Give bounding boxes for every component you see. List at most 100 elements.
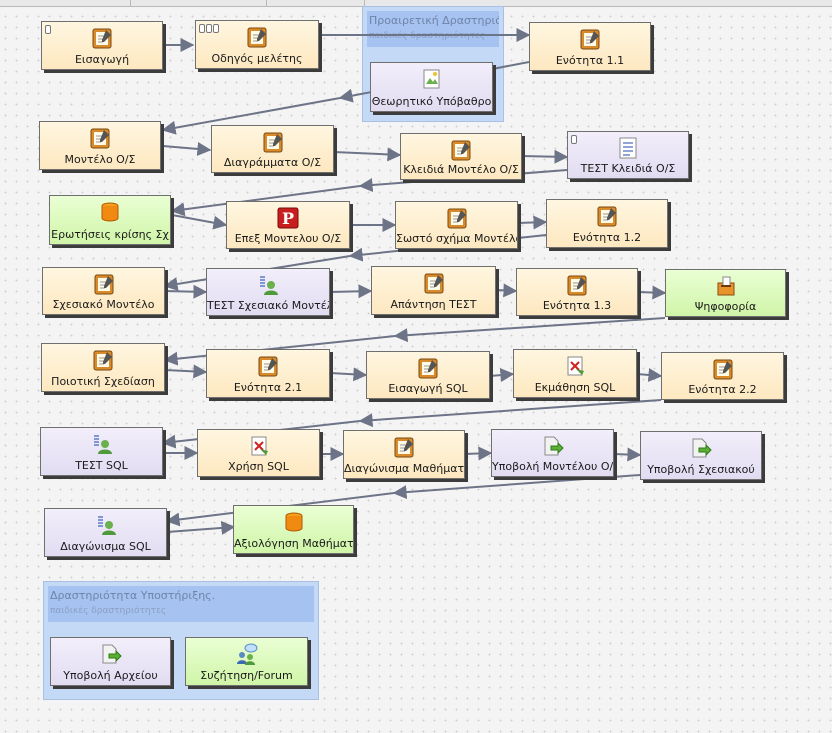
flow-arrow [613, 447, 642, 462]
activity-node[interactable]: Διαγώνισμα SQL [44, 508, 167, 557]
activity-node[interactable]: Εισαγωγή [41, 21, 163, 70]
node-label: Ποιοτική Σχεδίαση [51, 375, 155, 388]
node-label: Ερωτήσεις κρίσης Σχ [51, 228, 169, 241]
node-label: ΤΕΣΤ Σχεσιακό Μοντέλο [207, 299, 330, 312]
flow-arrow [521, 149, 569, 164]
activity-node[interactable]: ΤΕΣΤ Σχεσιακό Μοντέλο [206, 268, 330, 316]
flow-arrow [164, 364, 208, 379]
activity-node[interactable]: Ερωτήσεις κρίσης Σχ [49, 195, 171, 245]
group-header[interactable]: Δραστηριότητα Υποστήριξης. παιδικές δρασ… [48, 586, 314, 622]
activity-node[interactable]: Εισαγωγή SQL [366, 351, 490, 399]
top-tab-2[interactable] [131, 0, 267, 6]
flow-arrow [166, 520, 236, 535]
flow-arrow [489, 368, 515, 383]
activity-node[interactable]: Οδηγός μελέτης [195, 20, 319, 69]
activity-node[interactable]: Αξιολόγηση Μαθήματος [233, 505, 354, 554]
user-list-icon [260, 276, 278, 295]
activity-node[interactable]: Ενότητα 1.2 [546, 199, 668, 248]
flow-arrow [162, 141, 212, 156]
activity-node[interactable]: Ενότητα 2.2 [661, 352, 784, 400]
scissors-doc-icon [251, 436, 268, 456]
activity-node[interactable]: Ενότητα 1.1 [529, 22, 651, 71]
flow-arrow [637, 285, 667, 300]
activity-node[interactable]: Ενότητα 2.1 [206, 349, 330, 398]
node-label: Διαγράμματα Ο/Σ [223, 156, 322, 169]
node-label: Μοντέλο Ο/Σ [64, 153, 136, 166]
top-tab-1[interactable] [0, 0, 131, 6]
activity-node[interactable]: Ποιοτική Σχεδίαση [41, 343, 165, 392]
notepad-icon [418, 358, 438, 379]
flow-arrow [329, 367, 368, 382]
activity-node[interactable]: Διαγώνισμα Μαθήματος [343, 430, 465, 479]
activity-node[interactable]: Διαγράμματα Ο/Σ [211, 125, 334, 173]
group-title: Δραστηριότητα Υποστήριξης. [50, 589, 216, 602]
flow-arrow [171, 214, 228, 230]
activity-node[interactable]: Θεωρητικό Υπόβαθρο [370, 62, 493, 112]
flow-arrow [329, 284, 373, 299]
activity-node[interactable]: Απάντηση ΤΕΣΤ [371, 266, 496, 315]
group-title: Προαιρετική Δραστηριότητα [369, 14, 499, 27]
node-label: Υποβολή Μοντέλου Ο/Σ [492, 460, 614, 473]
database-icon [101, 202, 119, 222]
node-label: Συζήτηση/Forum [200, 669, 293, 682]
node-label: Εισαγωγή [74, 53, 130, 66]
node-label: ΤΕΣΤ Κλειδιά Ο/Σ [580, 162, 676, 175]
node-label: Εισαγωγή SQL [388, 382, 468, 395]
activity-node[interactable]: Συζήτηση/Forum [185, 637, 308, 686]
notepad-icon [567, 275, 587, 296]
group-header[interactable]: Προαιρετική Δραστηριότητα παιδικές δραστ… [367, 11, 499, 47]
multi-icon [45, 25, 51, 34]
activity-node[interactable]: Υποβολή Αρχείου [50, 637, 171, 686]
activity-node[interactable]: Χρήση SQL [197, 429, 320, 477]
notepad-icon [424, 273, 443, 294]
ballot-icon [717, 276, 734, 296]
activity-node[interactable]: P Επεξ Μοντελου Ο/Σ [226, 201, 350, 249]
image-doc-icon [423, 69, 439, 89]
notepad-icon [447, 208, 466, 229]
activity-node[interactable]: Σωστό σχήμα Μοντέλου [395, 201, 518, 249]
notepad-icon [92, 28, 112, 49]
svg-text:P: P [282, 209, 294, 228]
node-label: Ενότητα 2.1 [233, 381, 303, 394]
activity-node[interactable]: ΤΕΣΤ Κλειδιά Ο/Σ [567, 131, 689, 179]
node-label: Ενότητα 2.2 [688, 383, 757, 396]
activity-node[interactable]: Εκμάθηση SQL [513, 349, 637, 398]
flow-arrow [164, 284, 208, 299]
notepad-icon [394, 437, 414, 458]
node-label: Σωστό σχήμα Μοντέλου [396, 232, 518, 245]
node-label: Οδηγός μελέτης [211, 52, 303, 65]
node-label: Χρήση SQL [228, 460, 289, 473]
multi-icon [571, 135, 577, 144]
multi-icon [199, 24, 219, 33]
flow-arrow [358, 399, 662, 428]
activity-node[interactable]: ΤΕΣΤ SQL [40, 427, 163, 476]
node-label: Αξιολόγηση Μαθήματος [234, 537, 354, 550]
activity-node[interactable]: Υποβολή Μοντέλου Ο/Σ [491, 429, 614, 477]
node-label: Επεξ Μοντελου Ο/Σ [234, 232, 342, 245]
flow-arrow [495, 283, 518, 298]
flow-arrow [636, 367, 663, 382]
activity-node[interactable]: Ενότητα 1.3 [516, 268, 638, 316]
flow-arrow [393, 317, 666, 343]
submit-icon [544, 436, 564, 456]
flow-arrow [333, 147, 402, 162]
top-tab-3[interactable] [267, 0, 365, 6]
activity-node[interactable]: Ψηφοφορία [665, 269, 786, 317]
node-label: Υποβολή Σχεσιακού [647, 463, 755, 476]
activity-node[interactable]: Σχεσιακό Μοντέλο [42, 267, 165, 315]
flow-arrow [464, 446, 493, 461]
database-icon [285, 512, 302, 532]
node-label: Απάντηση ΤΕΣΤ [390, 298, 477, 311]
node-label: Ενότητα 1.1 [555, 54, 625, 67]
activity-node[interactable]: Υποβολή Σχεσιακού [640, 431, 762, 480]
activity-node[interactable]: Μοντέλο Ο/Σ [39, 121, 161, 170]
user-list-icon [93, 435, 112, 454]
checklist-icon [619, 137, 637, 159]
notepad-icon [451, 140, 471, 161]
flow-arrow [517, 215, 548, 230]
submit-icon [692, 438, 712, 458]
activity-node[interactable]: Κλειδιά Μοντέλο Ο/Σ [400, 133, 522, 180]
node-label: Υποβολή Αρχείου [63, 669, 158, 682]
notepad-icon [580, 29, 600, 50]
group-subtitle: παιδικές δραστηριότητες [50, 606, 167, 616]
